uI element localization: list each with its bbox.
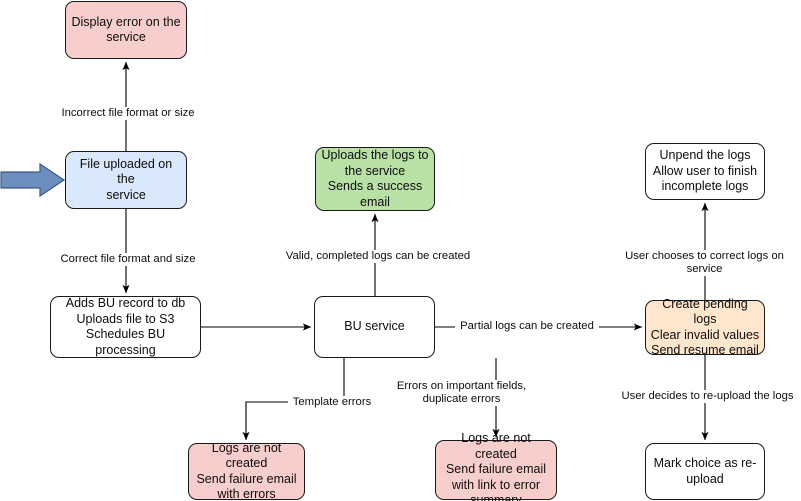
node-uploads-logs[interactable]: Uploads the logs to the service Sends a … bbox=[315, 147, 435, 211]
edge-label-correct-format: Correct file format and size bbox=[56, 253, 200, 266]
node-unpend-logs-label: Unpend the logs Allow user to finish inc… bbox=[652, 148, 758, 194]
node-bu-service-label: BU service bbox=[344, 319, 405, 334]
edge-label-user-reupload: User decides to re-upload the logs bbox=[617, 390, 798, 403]
node-logs-not-created-summary-label: Logs are not created Send failure email … bbox=[445, 431, 547, 501]
node-adds-bu-record-label: Adds BU record to db Uploads file to S3 … bbox=[65, 296, 186, 357]
node-file-uploaded[interactable]: File uploaded on the service bbox=[65, 151, 187, 209]
node-display-error[interactable]: Display error on the service bbox=[65, 1, 187, 59]
node-adds-bu-record[interactable]: Adds BU record to db Uploads file to S3 … bbox=[50, 296, 201, 358]
node-create-pending-logs-label: Create pending logs Clear invalid values… bbox=[650, 296, 760, 358]
node-logs-not-created-summary[interactable]: Logs are not created Send failure email … bbox=[435, 431, 557, 501]
node-uploads-logs-label: Uploads the logs to the service Sends a … bbox=[321, 148, 429, 209]
edge-label-incorrect-format: Incorrect file format or size bbox=[55, 107, 201, 120]
node-logs-not-created-errors[interactable]: Logs are not created Send failure email … bbox=[188, 440, 305, 501]
node-logs-not-created-errors-label: Logs are not created Send failure email … bbox=[196, 440, 297, 501]
entry-arrow-icon bbox=[0, 162, 66, 198]
node-bu-service[interactable]: BU service bbox=[314, 296, 435, 358]
edge-label-errors-important-fields: Errors on important fields, duplicate er… bbox=[392, 380, 531, 406]
node-mark-choice[interactable]: Mark choice as re- upload bbox=[645, 443, 765, 500]
edge-label-valid-completed: Valid, completed logs can be created bbox=[282, 250, 474, 263]
edge-label-template-errors: Template errors bbox=[288, 396, 376, 409]
edge-label-partial-logs: Partial logs can be created bbox=[455, 320, 599, 333]
node-file-uploaded-label: File uploaded on the service bbox=[79, 156, 173, 202]
node-unpend-logs[interactable]: Unpend the logs Allow user to finish inc… bbox=[645, 143, 765, 200]
node-create-pending-logs[interactable]: Create pending logs Clear invalid values… bbox=[645, 297, 765, 357]
node-mark-choice-label: Mark choice as re- upload bbox=[653, 456, 757, 486]
edge-label-user-corrects: User chooses to correct logs on service bbox=[604, 250, 801, 276]
node-display-error-label: Display error on the service bbox=[71, 14, 181, 45]
